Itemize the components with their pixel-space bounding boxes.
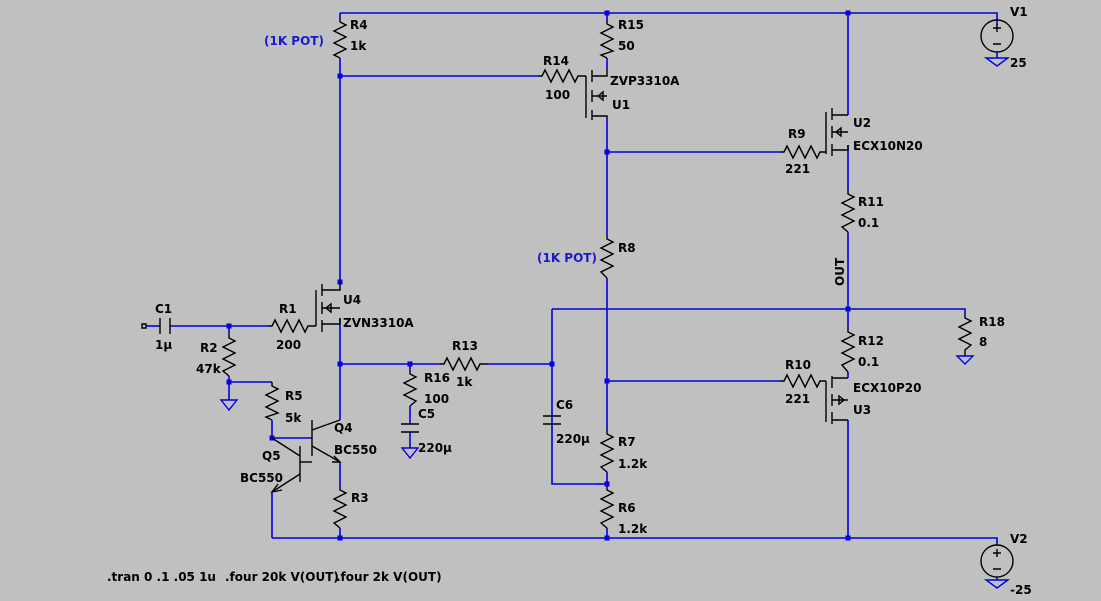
u4-model: ZVN3310A xyxy=(343,316,414,330)
resistor-r13[interactable] xyxy=(440,356,488,372)
resistor-r8[interactable] xyxy=(599,235,615,279)
u1-ref: U1 xyxy=(612,98,630,112)
r7-ref: R7 xyxy=(618,435,636,449)
directive-four-2k: .four 2k V(OUT) xyxy=(336,570,442,584)
mosfet-u3[interactable] xyxy=(825,376,848,424)
v1-ref: V1 xyxy=(1010,5,1028,19)
resistor-r10[interactable] xyxy=(780,373,826,389)
v2-ref: V2 xyxy=(1010,532,1028,546)
u3-model: ECX10P20 xyxy=(853,381,921,395)
resistor-r2[interactable] xyxy=(221,334,237,377)
junction-dots xyxy=(226,10,851,541)
resistor-r15[interactable] xyxy=(599,20,615,59)
u4-ref: U4 xyxy=(343,293,361,307)
resistor-r5[interactable] xyxy=(264,382,280,421)
u1-model: ZVP3310A xyxy=(610,74,680,88)
r16-ref: R16 xyxy=(424,371,450,385)
resistor-r1[interactable] xyxy=(268,318,316,334)
directive-tran: .tran 0 .1 .05 1u xyxy=(107,570,216,584)
r1-value: 200 xyxy=(276,338,301,352)
ground-symbol xyxy=(400,447,420,460)
r11-value: 0.1 xyxy=(858,216,879,230)
transistor-q4[interactable] xyxy=(311,419,342,463)
r4-note: (1K POT) xyxy=(264,34,324,48)
c5-value: 220µ xyxy=(418,441,452,455)
r15-ref: R15 xyxy=(618,18,644,32)
r15-value: 50 xyxy=(618,39,635,53)
transistor-q5[interactable] xyxy=(270,437,312,494)
resistor-r11[interactable] xyxy=(840,190,856,233)
resistor-r6[interactable] xyxy=(599,486,615,529)
r14-value: 100 xyxy=(545,88,570,102)
capacitor-c5[interactable] xyxy=(401,423,419,433)
r4-value: 1k xyxy=(350,39,367,53)
resistor-r7[interactable] xyxy=(599,430,615,473)
resistor-r16[interactable] xyxy=(402,370,418,407)
r6-value: 1.2k xyxy=(618,522,648,536)
resistor-r3[interactable] xyxy=(332,486,348,529)
ground-symbol xyxy=(219,399,239,412)
ground-symbol xyxy=(983,57,1011,67)
r18-value: 8 xyxy=(979,335,987,349)
r13-value: 1k xyxy=(456,375,473,389)
net-label-out: OUT xyxy=(833,257,847,286)
c6-value: 220µ xyxy=(556,432,590,446)
c1-value: 1µ xyxy=(155,338,172,352)
voltage-source-v1[interactable] xyxy=(980,19,1014,58)
r11-ref: R11 xyxy=(858,195,884,209)
r6-ref: R6 xyxy=(618,501,636,515)
q4-ref: Q4 xyxy=(334,421,353,435)
resistor-r12[interactable] xyxy=(840,328,856,373)
resistor-r9[interactable] xyxy=(780,144,826,160)
u2-ref: U2 xyxy=(853,116,871,130)
r16-value: 100 xyxy=(424,392,449,406)
wires xyxy=(146,12,998,545)
c5-ref: C5 xyxy=(418,407,435,421)
r4-ref: R4 xyxy=(350,18,368,32)
r14-ref: R14 xyxy=(543,54,569,68)
r2-value: 47k xyxy=(196,362,222,376)
r2-ref: R2 xyxy=(200,341,218,355)
r10-value: 221 xyxy=(785,392,810,406)
component-labels: (1K POT) R4 1k R15 50 R14 100 ZVP3310A U… xyxy=(155,5,1032,597)
v1-value: 25 xyxy=(1010,56,1027,70)
voltage-source-v2[interactable] xyxy=(980,544,1014,580)
spice-directives: .tran 0 .1 .05 1u .four 20k V(OUT) .four… xyxy=(107,570,442,584)
ground-symbol xyxy=(983,579,1011,589)
r18-ref: R18 xyxy=(979,315,1005,329)
r8-ref: R8 xyxy=(618,241,636,255)
r9-value: 221 xyxy=(785,162,810,176)
ground-symbol xyxy=(955,355,975,365)
q5-model: BC550 xyxy=(240,471,283,485)
u3-ref: U3 xyxy=(853,403,871,417)
r8-note: (1K POT) xyxy=(537,251,597,265)
r12-value: 0.1 xyxy=(858,355,879,369)
resistor-r18[interactable] xyxy=(957,314,973,356)
mosfet-u2[interactable] xyxy=(825,108,849,156)
c1-ref: C1 xyxy=(155,302,172,316)
r10-ref: R10 xyxy=(785,358,811,372)
q5-ref: Q5 xyxy=(262,449,281,463)
v2-value: -25 xyxy=(1010,583,1032,597)
r13-ref: R13 xyxy=(452,339,478,353)
r9-ref: R9 xyxy=(788,127,806,141)
c6-ref: C6 xyxy=(556,398,573,412)
resistor-r4[interactable] xyxy=(332,18,348,59)
q4-model: BC550 xyxy=(334,443,377,457)
directive-four-20k: .four 20k V(OUT) xyxy=(225,570,339,584)
r12-ref: R12 xyxy=(858,334,884,348)
u2-model: ECX10N20 xyxy=(853,139,923,153)
r1-ref: R1 xyxy=(279,302,297,316)
mosfet-u4[interactable] xyxy=(315,282,341,332)
r5-ref: R5 xyxy=(285,389,303,403)
capacitor-c6[interactable] xyxy=(543,415,561,425)
r7-value: 1.2k xyxy=(618,457,648,471)
r5-value: 5k xyxy=(285,411,302,425)
resistor-r14[interactable] xyxy=(538,68,586,84)
mosfet-u1[interactable] xyxy=(585,68,608,120)
r3-ref: R3 xyxy=(351,491,369,505)
capacitor-c1[interactable] xyxy=(141,318,171,334)
